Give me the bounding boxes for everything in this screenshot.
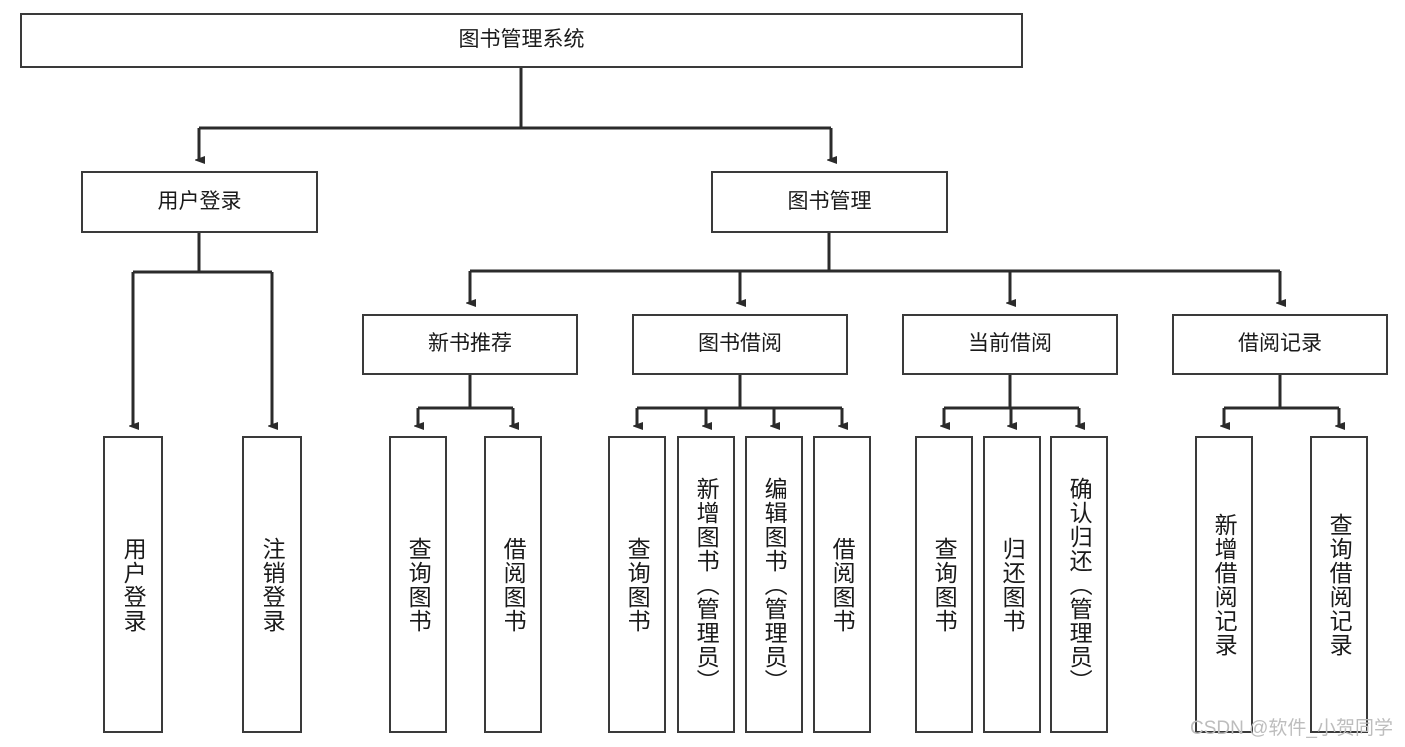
node-borrow-record-label: 借阅记录 [1238,332,1322,356]
node-leaf-query-borrow-record[interactable]: 查询借阅记录 [1310,436,1368,733]
node-book-management-label: 图书管理 [787,189,872,213]
node-root-label: 图书管理系统 [458,28,585,52]
node-book-borrow[interactable]: 图书借阅 [632,314,848,375]
node-leaf-user-login[interactable]: 用户登录 [103,436,163,733]
node-leaf-query-book-1-label: 查询图书 [405,536,432,633]
node-leaf-borrow-book-1-label: 借阅图书 [500,536,527,633]
node-leaf-add-borrow-record[interactable]: 新增借阅记录 [1195,436,1253,733]
node-leaf-logout-login-label: 注销登录 [259,536,286,633]
node-current-borrow[interactable]: 当前借阅 [902,314,1118,375]
node-book-management[interactable]: 图书管理 [711,171,948,233]
node-leaf-add-book[interactable]: 新增图书（管理员） [677,436,735,733]
node-leaf-edit-book-label: 编辑图书（管理员） [761,476,788,693]
node-book-borrow-label: 图书借阅 [698,332,782,356]
node-leaf-query-book-2[interactable]: 查询图书 [608,436,666,733]
node-leaf-user-login-label: 用户登录 [120,536,147,633]
node-leaf-borrow-book-1[interactable]: 借阅图书 [484,436,542,733]
node-root[interactable]: 图书管理系统 [20,13,1023,68]
node-user-login-label: 用户登录 [157,189,242,213]
node-user-login[interactable]: 用户登录 [81,171,318,233]
node-new-book-recommend-label: 新书推荐 [428,332,512,356]
node-leaf-logout-login[interactable]: 注销登录 [242,436,302,733]
node-leaf-borrow-book-2[interactable]: 借阅图书 [813,436,871,733]
node-leaf-add-book-label: 新增图书（管理员） [693,476,720,693]
node-leaf-return-book-label: 归还图书 [999,536,1026,633]
node-leaf-add-borrow-record-label: 新增借阅记录 [1211,512,1238,657]
node-leaf-query-book-2-label: 查询图书 [624,536,651,633]
node-leaf-query-book-3-label: 查询图书 [931,536,958,633]
node-leaf-edit-book[interactable]: 编辑图书（管理员） [745,436,803,733]
node-leaf-query-book-3[interactable]: 查询图书 [915,436,973,733]
node-leaf-return-book[interactable]: 归还图书 [983,436,1041,733]
node-current-borrow-label: 当前借阅 [968,332,1052,356]
node-leaf-query-book-1[interactable]: 查询图书 [389,436,447,733]
node-new-book-recommend[interactable]: 新书推荐 [362,314,578,375]
node-leaf-query-borrow-record-label: 查询借阅记录 [1326,512,1353,657]
node-leaf-borrow-book-2-label: 借阅图书 [829,536,856,633]
node-borrow-record[interactable]: 借阅记录 [1172,314,1388,375]
node-leaf-confirm-return-label: 确认归还（管理员） [1066,476,1093,693]
node-leaf-confirm-return[interactable]: 确认归还（管理员） [1050,436,1108,733]
